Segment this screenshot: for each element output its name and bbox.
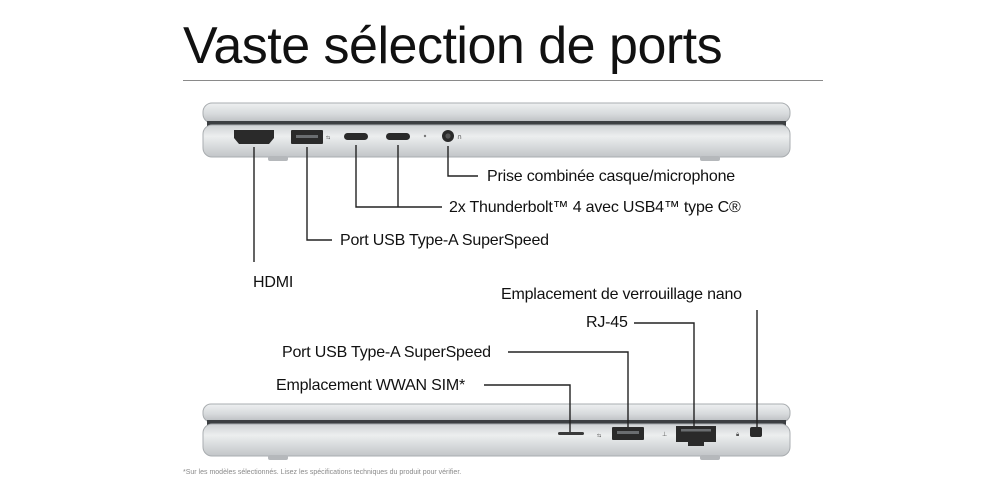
svg-text:⊥: ⊥ [662,431,667,438]
sim-slot-icon [558,432,584,435]
label-nano-lock: Emplacement de verrouillage nano [501,286,742,303]
foot-left-1 [268,156,288,161]
hdmi-port-icon [234,130,274,144]
label-thunderbolt: 2x Thunderbolt™ 4 avec USB4™ type C® [449,199,741,216]
laptop-left-side: ⇆ ∩ [202,102,791,262]
label-usb-a-right: Port USB Type-A SuperSpeed [282,344,491,361]
label-hdmi: HDMI [253,274,294,291]
title-divider [183,80,823,81]
led-indicator-icon [423,134,427,138]
laptop-right-lid [202,403,791,423]
page-title: Vaste sélection de ports [183,17,723,75]
label-usb-a-left: Port USB Type-A SuperSpeed [340,232,549,249]
foot-left-2 [700,156,720,161]
svg-text:🔒︎: 🔒︎ [736,431,739,438]
laptop-left-lid [202,102,791,124]
label-wwan-sim: Emplacement WWAN SIM* [276,377,466,394]
footnote: *Sur les modèles sélectionnés. Lisez les… [183,469,462,476]
label-audio-jack: Prise combinée casque/microphone [487,168,735,185]
usb-c-port-icon-2 [386,133,410,140]
laptop-right-seam [207,420,786,425]
svg-text:∩: ∩ [457,133,462,141]
label-rj45: RJ-45 [586,314,628,331]
foot-right-2 [700,455,720,460]
svg-text:⇆: ⇆ [326,135,330,141]
laptop-left-seam [207,121,786,126]
laptop-right-side: ⇆ ⊥ 🔒︎ [202,310,791,460]
lock-slot-icon [750,427,762,437]
svg-text:⇆: ⇆ [597,433,601,439]
foot-right-1 [268,455,288,460]
usb-c-port-icon-1 [344,133,368,140]
